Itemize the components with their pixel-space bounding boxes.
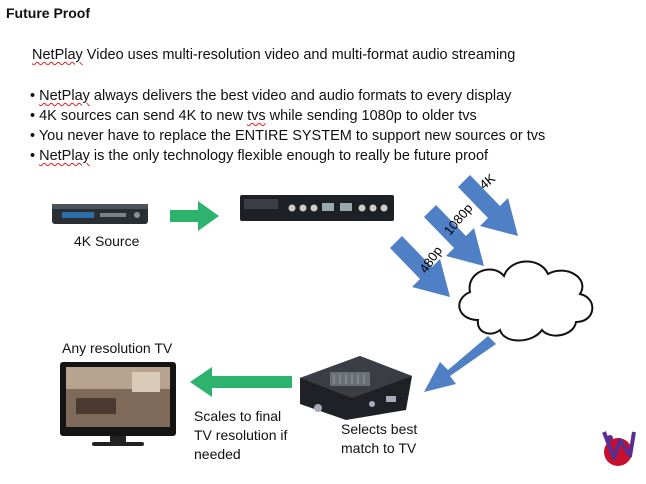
page-title: Future Proof [6,5,90,21]
lead-rest: Video uses multi-resolution video and mu… [82,47,516,63]
any-tv-label: Any resolution TV [62,340,173,356]
bullet-item: 4K sources can send 4K to new tvs while … [30,106,545,126]
bullet-text: is the only technology flexible enough t… [89,148,489,164]
bullet-list: NetPlay always delivers the best video a… [30,86,545,166]
bullet-text: always delivers the best video and audio… [89,88,512,104]
scales-label-line: TV resolution if [194,427,288,443]
blue-arrow-down-icon [424,336,496,392]
selects-label-line: match to TV [341,440,417,456]
bullet-text: while sending 1080p to older tvs [265,108,477,124]
scales-label-line: Scales to final [194,408,282,424]
selects-label-line: Selects best [341,421,418,437]
decoder-device-icon [300,356,412,420]
bullet-flag: NetPlay [39,148,90,164]
bullet-flag: tvs [247,108,266,124]
stream-arrow-1080p-icon [424,205,484,266]
source-device-icon [52,204,148,224]
logo-icon [602,431,636,466]
scales-label: Scales to final TV resolution if needed [194,407,287,464]
bullet-item: NetPlay is the only technology flexible … [30,146,545,166]
bullet-item: You never have to replace the ENTIRE SYS… [30,126,545,146]
green-arrow-right-icon [170,201,219,231]
encoder-device-icon [240,195,394,221]
bullet-text: You never have to replace the ENTIRE SYS… [38,128,546,144]
source-label: 4K Source [74,233,140,249]
lead-text: NetPlay Video uses multi-resolution vide… [32,47,515,63]
tv-icon [60,362,176,446]
bullet-text: 4K sources can send 4K to new [39,108,248,124]
selects-label: Selects best match to TV [341,420,417,458]
lead-brand: NetPlay [32,47,83,63]
cloud-icon [458,260,594,342]
bullet-item: NetPlay always delivers the best video a… [30,86,545,106]
scales-label-line: needed [194,446,241,462]
stream-arrow-480p-icon [390,236,450,297]
bullet-flag: NetPlay [39,88,90,104]
green-arrow-left-icon [190,367,292,397]
stream-arrow-4k-icon [458,175,518,236]
